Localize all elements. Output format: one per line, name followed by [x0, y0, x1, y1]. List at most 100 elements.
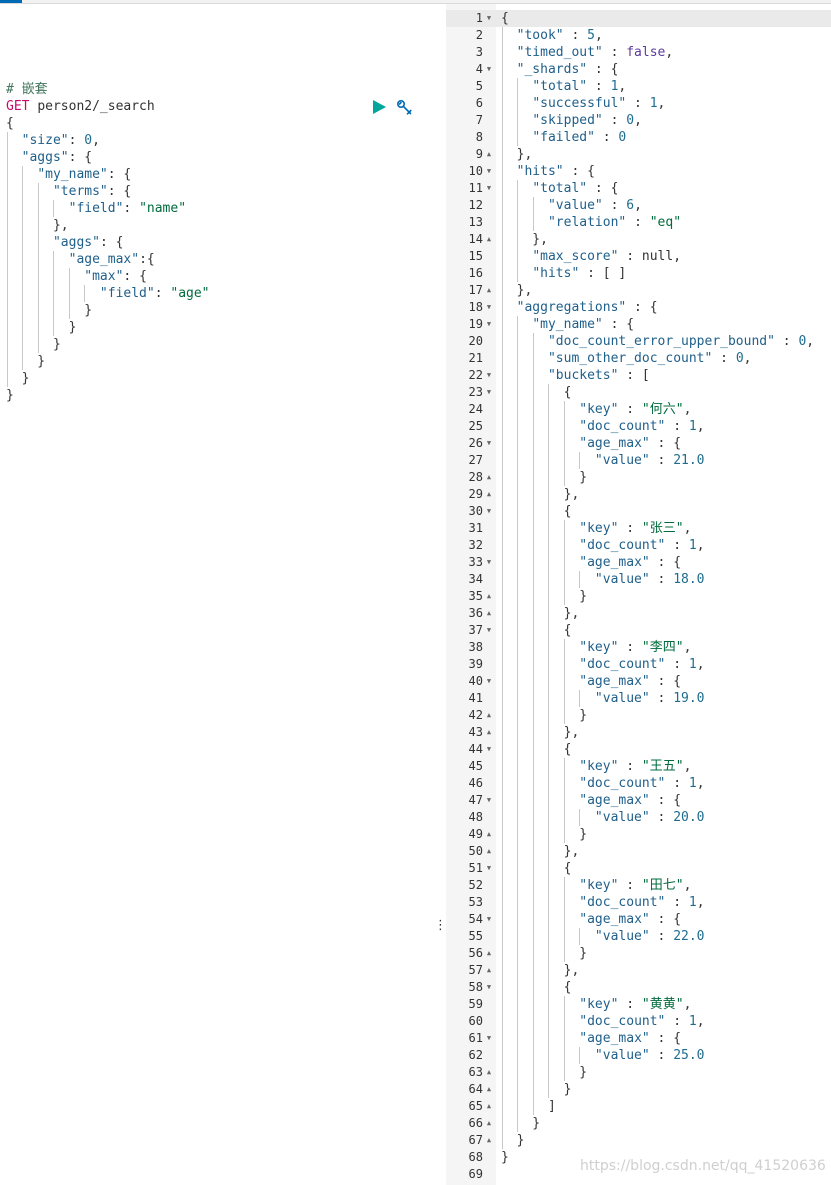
request-body-line[interactable]: }	[6, 320, 77, 335]
response-line: {	[501, 11, 509, 26]
indent-guide	[53, 251, 55, 336]
response-line: }	[501, 708, 588, 723]
request-body-line[interactable]: "field": "name"	[68, 201, 187, 216]
line-number: 66	[468, 1116, 483, 1130]
line-number: 13	[468, 215, 483, 229]
response-line: "key" : "何六",	[579, 402, 692, 417]
line-number: 4	[475, 62, 483, 76]
fold-collapse-icon[interactable]: ▼	[486, 864, 492, 872]
line-number: 42	[468, 708, 483, 722]
response-line: }	[501, 946, 588, 961]
line-number: 59	[468, 997, 483, 1011]
fold-collapse-icon[interactable]: ▼	[486, 677, 492, 685]
request-body-line[interactable]: "aggs": {	[21, 150, 93, 165]
request-line[interactable]: GET person2/_search	[6, 98, 155, 115]
request-body-line[interactable]: "age_max":{	[68, 252, 155, 267]
fold-expand-icon[interactable]: ▲	[486, 949, 492, 957]
fold-collapse-icon[interactable]: ▼	[486, 1034, 492, 1042]
fold-collapse-icon[interactable]: ▼	[486, 303, 492, 311]
indent-guide	[579, 809, 580, 826]
fold-collapse-icon[interactable]: ▼	[486, 371, 492, 379]
indent-guide	[563, 877, 565, 962]
fold-expand-icon[interactable]: ▲	[486, 966, 492, 974]
fold-collapse-icon[interactable]: ▼	[486, 65, 492, 73]
active-tab-indicator[interactable]	[0, 0, 22, 3]
pane-divider[interactable]	[430, 4, 446, 1185]
resize-handle-icon[interactable]: ⋮	[434, 918, 447, 933]
response-line: "relation" : "eq"	[547, 215, 682, 230]
fold-collapse-icon[interactable]: ▼	[486, 14, 492, 22]
response-line: "value" : 21.0	[594, 453, 705, 468]
fold-collapse-icon[interactable]: ▼	[486, 388, 492, 396]
fold-collapse-icon[interactable]: ▼	[486, 184, 492, 192]
fold-expand-icon[interactable]: ▲	[486, 1102, 492, 1110]
line-number: 2	[475, 28, 483, 42]
line-number: 19	[468, 317, 483, 331]
fold-expand-icon[interactable]: ▲	[486, 1068, 492, 1076]
fold-expand-icon[interactable]: ▲	[486, 490, 492, 498]
fold-collapse-icon[interactable]: ▼	[486, 558, 492, 566]
fold-collapse-icon[interactable]: ▼	[486, 626, 492, 634]
fold-expand-icon[interactable]: ▲	[486, 609, 492, 617]
response-line: }	[501, 1116, 541, 1131]
fold-expand-icon[interactable]: ▲	[486, 1119, 492, 1127]
fold-expand-icon[interactable]: ▲	[486, 711, 492, 719]
response-line: "doc_count_error_upper_bound" : 0,	[547, 334, 815, 349]
fold-expand-icon[interactable]: ▲	[486, 1136, 492, 1144]
run-request-button[interactable]	[371, 99, 387, 115]
line-number: 57	[468, 963, 483, 977]
line-number: 36	[468, 606, 483, 620]
request-body-line[interactable]: "terms": {	[52, 184, 132, 199]
fold-collapse-icon[interactable]: ▼	[486, 439, 492, 447]
line-number: 9	[475, 147, 483, 161]
fold-collapse-icon[interactable]: ▼	[486, 983, 492, 991]
request-body-line[interactable]: "max": {	[84, 269, 147, 284]
fold-collapse-icon[interactable]: ▼	[486, 745, 492, 753]
line-number: 63	[468, 1065, 483, 1079]
fold-expand-icon[interactable]: ▲	[486, 592, 492, 600]
request-body-line[interactable]: }	[6, 303, 93, 318]
fold-expand-icon[interactable]: ▲	[486, 286, 492, 294]
line-number: 69	[468, 1167, 483, 1181]
fold-collapse-icon[interactable]: ▼	[486, 167, 492, 175]
response-line: }	[501, 1150, 509, 1165]
request-body-line[interactable]: "size": 0,	[21, 133, 100, 148]
response-line: }	[501, 470, 588, 485]
request-body-line[interactable]: }	[6, 337, 61, 352]
fold-collapse-icon[interactable]: ▼	[486, 507, 492, 515]
fold-expand-icon[interactable]: ▲	[486, 235, 492, 243]
indent-guide	[579, 452, 580, 469]
fold-expand-icon[interactable]: ▲	[486, 830, 492, 838]
fold-collapse-icon[interactable]: ▼	[486, 915, 492, 923]
request-body-line[interactable]: "my_name": {	[37, 167, 132, 182]
indent-guide	[517, 78, 519, 146]
line-number: 7	[475, 113, 483, 127]
fold-expand-icon[interactable]: ▲	[486, 473, 492, 481]
response-line: {	[501, 385, 572, 400]
fold-expand-icon[interactable]: ▲	[486, 1085, 492, 1093]
request-settings-button[interactable]	[396, 99, 414, 117]
request-body-line[interactable]: {	[6, 116, 14, 131]
fold-collapse-icon[interactable]: ▼	[486, 320, 492, 328]
line-number: 40	[468, 674, 483, 688]
request-editor[interactable]	[0, 4, 430, 1185]
fold-expand-icon[interactable]: ▲	[486, 150, 492, 158]
fold-expand-icon[interactable]: ▲	[486, 728, 492, 736]
response-line: "value" : 6,	[547, 198, 642, 213]
request-body-line[interactable]: }	[6, 354, 46, 369]
indent-guide	[579, 571, 580, 588]
indent-guide	[563, 520, 565, 605]
line-number: 16	[468, 266, 483, 280]
request-body-line[interactable]: }	[6, 371, 30, 386]
request-body-line[interactable]: "aggs": {	[52, 235, 124, 250]
request-body-line[interactable]: "field": "age"	[99, 286, 210, 301]
fold-expand-icon[interactable]: ▲	[486, 847, 492, 855]
line-number: 60	[468, 1014, 483, 1028]
request-body-line[interactable]: },	[6, 218, 69, 233]
line-number: 17	[468, 283, 483, 297]
response-line: "doc_count" : 1,	[579, 419, 705, 434]
response-line: ]	[501, 1099, 556, 1114]
indent-guide	[579, 1047, 580, 1064]
request-body-line[interactable]: }	[6, 388, 14, 403]
fold-collapse-icon[interactable]: ▼	[486, 796, 492, 804]
